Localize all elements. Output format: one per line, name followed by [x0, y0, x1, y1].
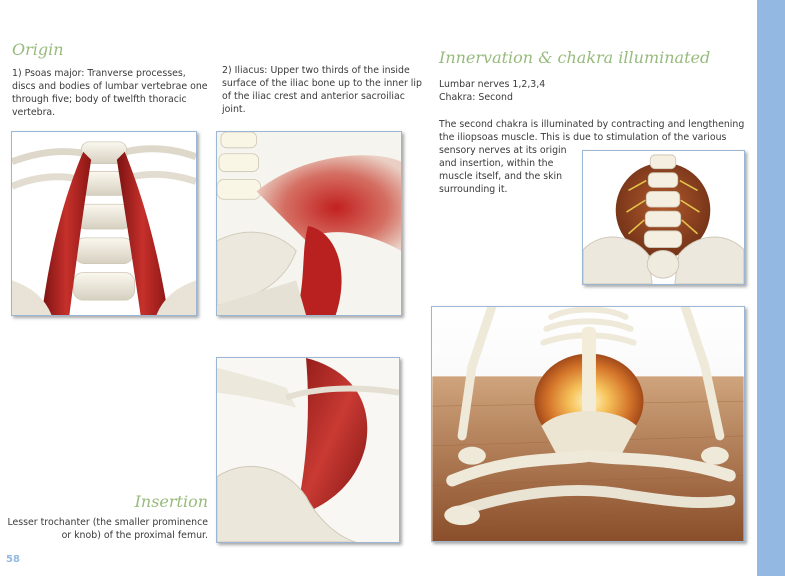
iliacus-illustration	[216, 131, 402, 316]
text-line: surface of the iliac bone up to the inne…	[222, 78, 422, 89]
text-line: 1) Psoas major: Tranverse processes,	[12, 68, 186, 79]
text-line: and insertion, within the	[439, 158, 554, 169]
iliacus-origin-text: 2) Iliacus: Upper two thirds of the insi…	[222, 64, 422, 116]
insertion-text: Lesser trochanter (the smaller prominenc…	[7, 516, 208, 542]
page-number: 58	[6, 554, 20, 565]
text-line: of the iliac crest and anterior sacroili…	[222, 91, 405, 102]
psoas-major-illustration	[11, 131, 197, 316]
nerves-text: Lumbar nerves 1,2,3,4	[439, 79, 546, 90]
text-line: 2) Iliacus: Upper two thirds of the insi…	[222, 65, 410, 76]
innervation-paragraph: The second chakra is illuminated by cont…	[439, 118, 744, 196]
text-line: through five; body of twelfth thoracic	[12, 94, 187, 105]
text-line: joint.	[222, 104, 246, 115]
side-color-bar	[757, 0, 785, 576]
lumbar-nerves-illustration	[582, 150, 745, 285]
lesser-trochanter-illustration	[216, 357, 400, 543]
chakra-text: Chakra: Second	[439, 92, 513, 103]
text-line: discs and bodies of lumbar vertebrae one	[12, 81, 208, 92]
text-line: Lesser trochanter (the smaller prominenc…	[7, 517, 208, 528]
text-line: sensory nerves at its origin	[439, 145, 567, 156]
text-line: the iliopsoas muscle. This is due to sti…	[439, 132, 727, 143]
text-line: The second chakra is illuminated by cont…	[439, 119, 745, 130]
text-line: vertebra.	[12, 107, 56, 118]
text-line: or knob) of the proximal femur.	[61, 530, 208, 541]
origin-heading: Origin	[12, 40, 64, 59]
insertion-heading: Insertion	[134, 492, 208, 511]
text-line: surrounding it.	[439, 184, 508, 195]
psoas-origin-text: 1) Psoas major: Tranverse processes, dis…	[12, 67, 208, 119]
innervation-heading: Innervation & chakra illuminated	[439, 48, 711, 67]
innervation-summary: Lumbar nerves 1,2,3,4 Chakra: Second	[439, 78, 545, 104]
text-line: muscle itself, and the skin	[439, 171, 563, 182]
seated-skeleton-illustration	[431, 306, 745, 542]
